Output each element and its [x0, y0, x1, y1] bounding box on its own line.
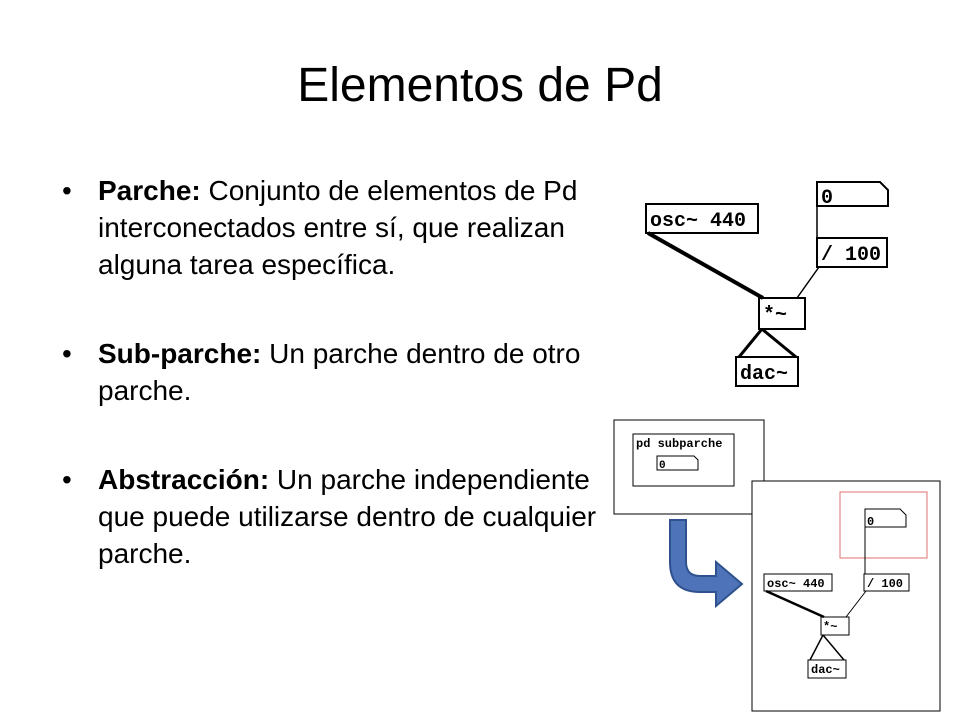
dac-label: dac~ [811, 663, 840, 677]
osc-object [763, 573, 833, 592]
bullet-parche: Parche: Conjunto de elementos de Pd inte… [62, 172, 622, 283]
bullet-term: Sub-parche: [98, 338, 262, 369]
bullet-abstraccion: Abstracción: Un parche independiente que… [62, 461, 622, 572]
divide-object [816, 237, 888, 268]
signal-cord [647, 231, 764, 300]
bullet-list: Parche: Conjunto de elementos de Pd inte… [62, 172, 622, 624]
bullet-term: Abstracción: [98, 464, 270, 495]
signal-cord [761, 327, 797, 359]
multiply-object [820, 616, 850, 636]
slide-title: Elementos de Pd [297, 59, 663, 112]
bullet-text: Conjunto de elementos de Pd interconecta… [98, 175, 578, 280]
highlight-box [839, 491, 928, 559]
bullet-sub-parche: Sub-parche: Un parche dentro de otro par… [62, 335, 622, 409]
pd-patch-large: 0 osc~ 440 / 100 *~ dac~ [643, 172, 927, 390]
number-box-value: 0 [659, 460, 666, 472]
signal-cord [809, 634, 824, 661]
dac-object [807, 659, 847, 679]
patch-cord [845, 590, 867, 618]
number-box-value: 0 [867, 515, 874, 529]
pd-patch-small: 0 osc~ 440 / 100 *~ dac~ [751, 480, 941, 712]
subpatch-label: pd subparche [636, 437, 722, 451]
bullet-text: Un parche independiente que puede utiliz… [98, 464, 597, 569]
number-box [816, 181, 889, 207]
number-box-value: 0 [821, 187, 833, 210]
osc-label: osc~ 440 [650, 210, 746, 233]
patch-cord [796, 266, 820, 299]
osc-label: osc~ 440 [767, 577, 825, 591]
multiply-label: *~ [823, 620, 837, 634]
dac-object [735, 356, 799, 387]
divide-label: / 100 [821, 244, 881, 267]
arrow-icon [669, 519, 744, 609]
signal-cord [822, 634, 845, 661]
osc-object [645, 203, 759, 234]
dac-label: dac~ [740, 363, 788, 386]
bullet-term: Parche: [98, 175, 201, 206]
multiply-label: *~ [763, 304, 787, 327]
subpatch-window: pd subparche 0 [613, 419, 765, 515]
signal-cord [765, 589, 825, 619]
number-box [864, 508, 907, 528]
divide-label: / 100 [867, 577, 903, 591]
multiply-object [758, 297, 806, 330]
divide-object [863, 573, 910, 592]
signal-cord [737, 328, 764, 358]
bullet-text: Un parche dentro de otro parche. [98, 338, 581, 406]
arrow-shape [669, 519, 744, 609]
number-box [656, 455, 699, 471]
